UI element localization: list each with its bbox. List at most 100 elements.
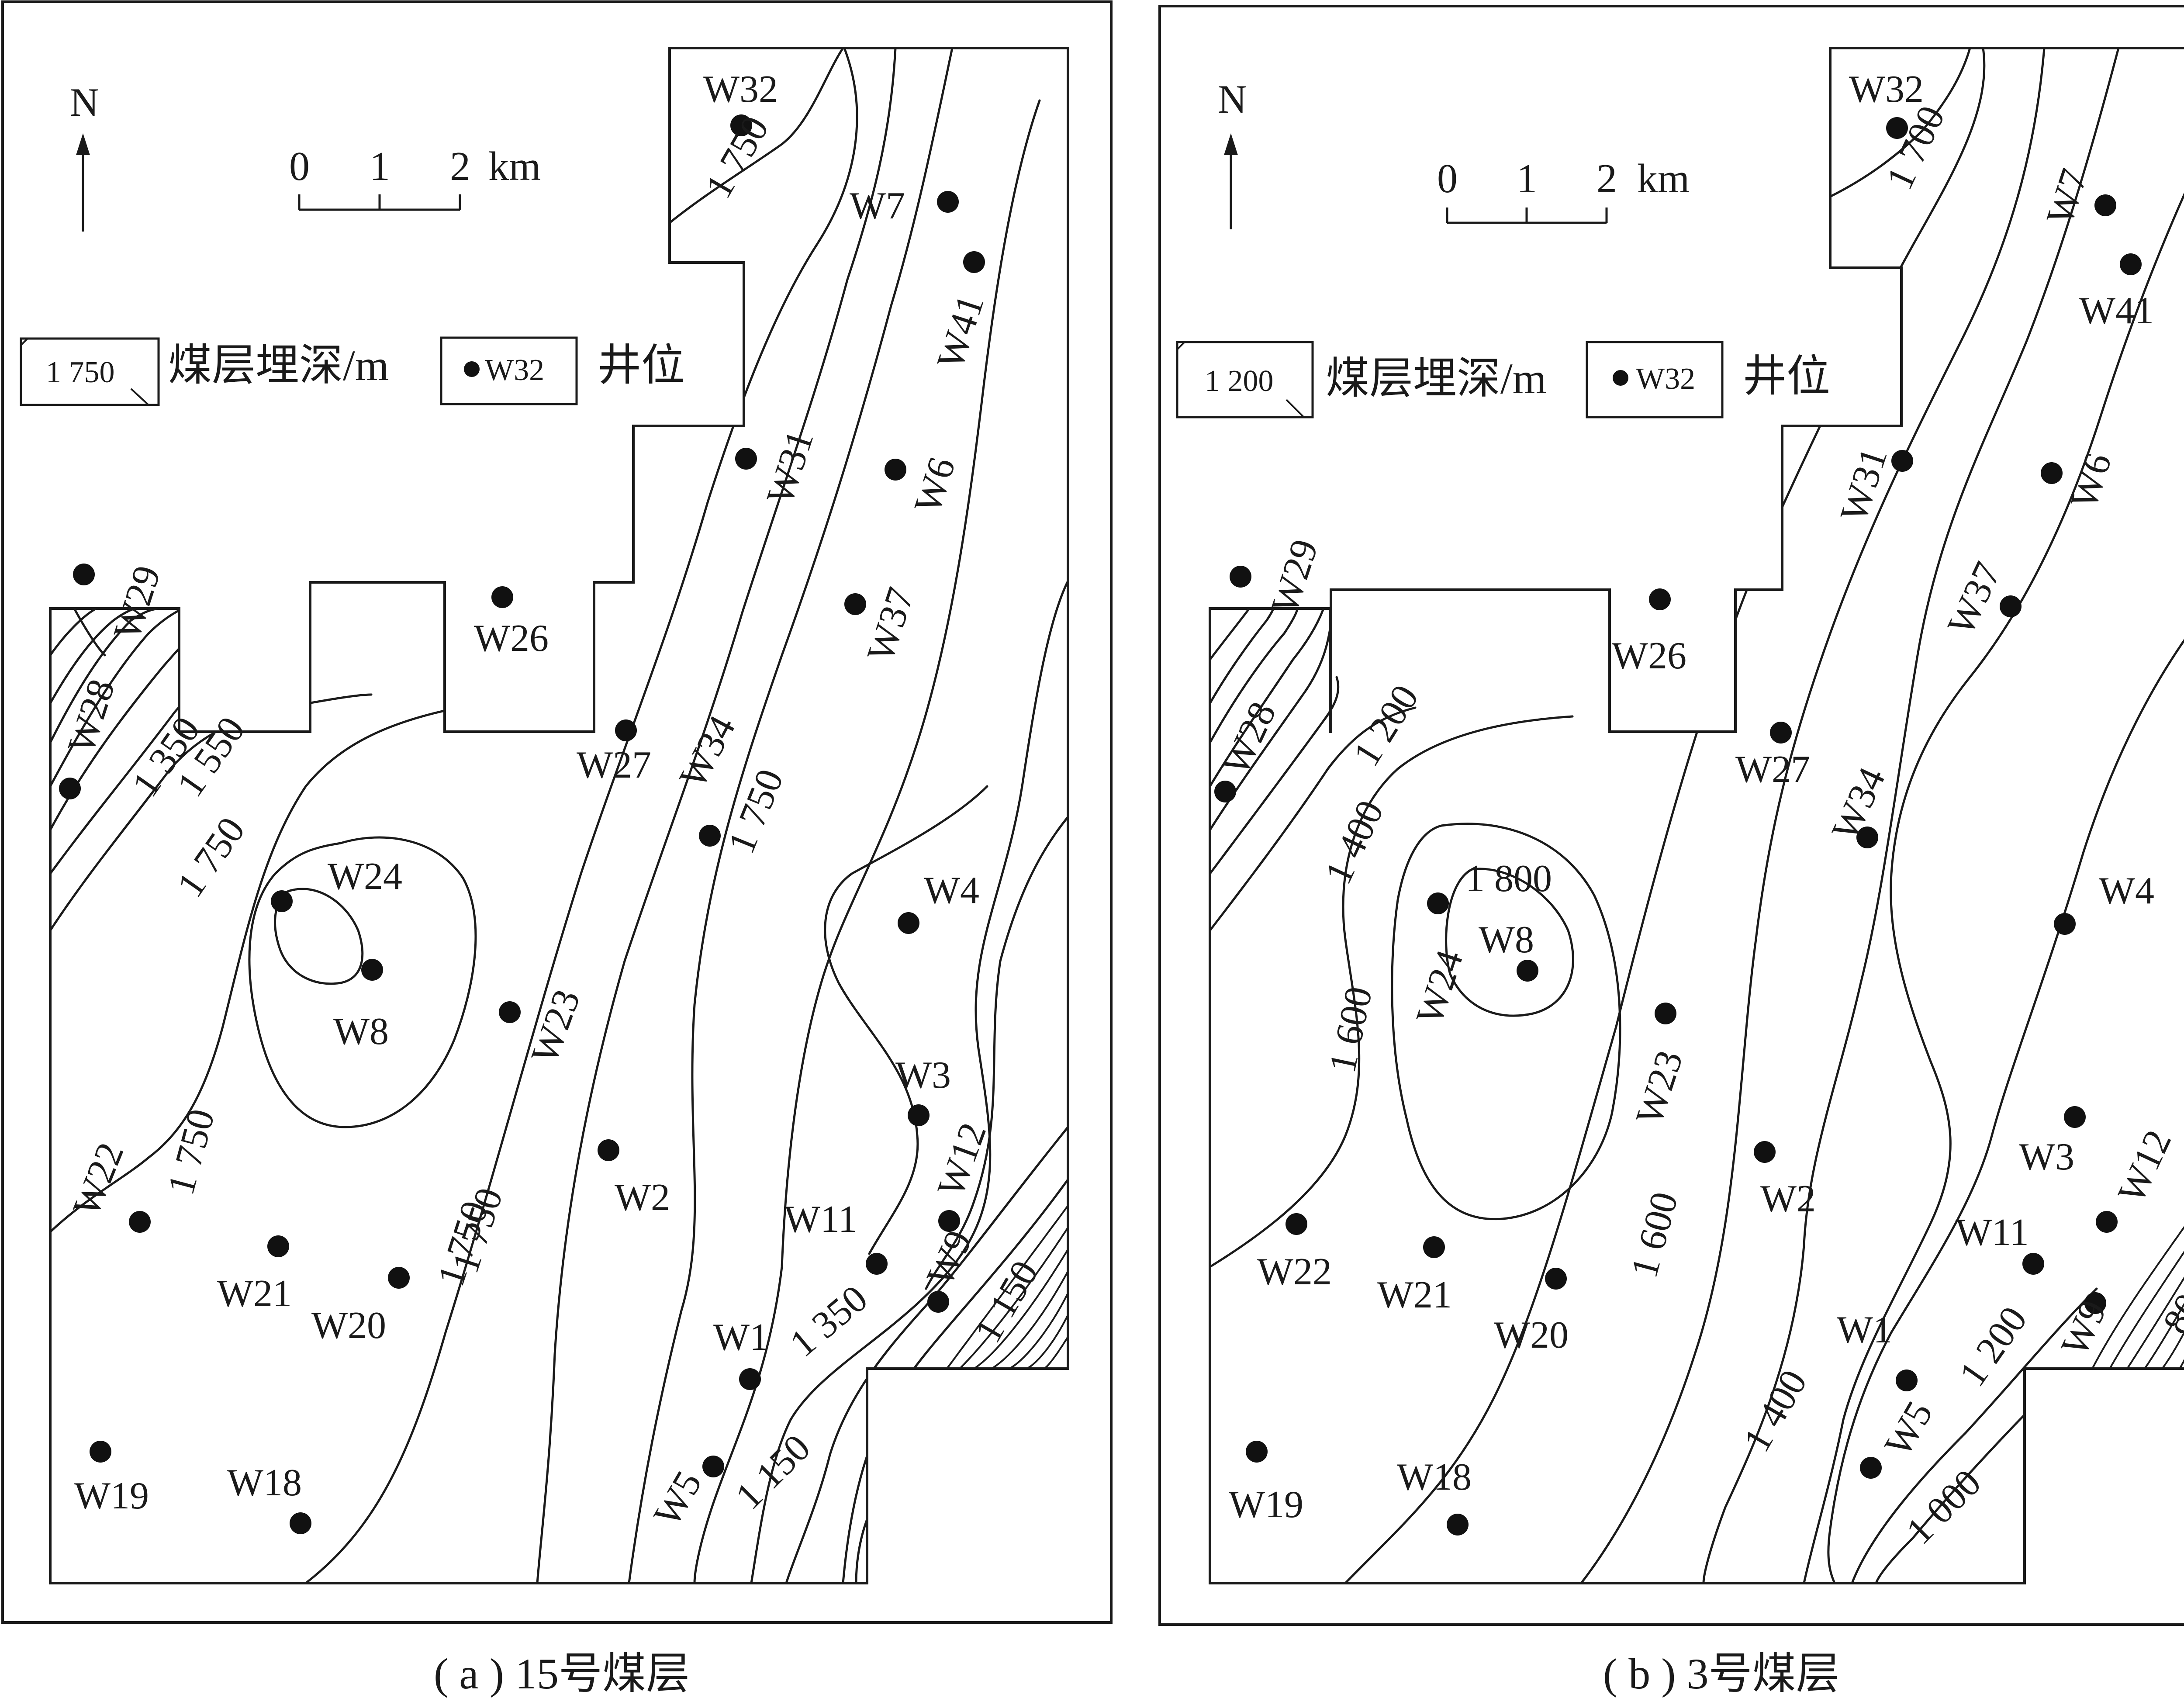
well-label: W18 — [227, 1462, 302, 1504]
legend-well-sample: W32 — [485, 353, 544, 387]
well-marker[interactable] — [699, 825, 721, 847]
well-marker[interactable] — [908, 1104, 930, 1126]
well-label: W27 — [1735, 748, 1810, 791]
well-marker[interactable] — [844, 593, 866, 615]
legend-well-text: 井位 — [598, 341, 685, 390]
legend-contour-text: 煤层埋深/m — [1326, 354, 1547, 403]
well-marker[interactable] — [1856, 827, 1878, 848]
legend-contour-sample: 1 750 — [46, 356, 115, 389]
well-marker[interactable] — [1655, 1003, 1676, 1024]
well-label: W1 — [713, 1316, 769, 1359]
well-marker[interactable] — [499, 1001, 521, 1023]
well-label: W22 — [1257, 1251, 1332, 1293]
well-marker[interactable] — [361, 959, 383, 981]
scale-tick-label: 0 — [1437, 156, 1458, 201]
well-marker[interactable] — [2120, 253, 2142, 275]
well-label: W27 — [577, 744, 651, 786]
well-marker[interactable] — [615, 719, 637, 741]
well-marker[interactable] — [927, 1291, 949, 1313]
legend-well-icon — [464, 361, 480, 377]
well-marker[interactable] — [1896, 1370, 1918, 1391]
panel-a-wells — [59, 114, 985, 1534]
well-marker[interactable] — [1770, 722, 1792, 744]
well-marker[interactable] — [73, 564, 95, 585]
well-marker[interactable] — [739, 1368, 761, 1390]
well-marker[interactable] — [1517, 960, 1538, 982]
well-marker[interactable] — [2084, 1292, 2106, 1314]
well-label: W20 — [1494, 1314, 1569, 1356]
legend-contour-text: 煤层埋深/m — [168, 341, 389, 390]
well-marker[interactable] — [388, 1267, 410, 1289]
well-label: W11 — [784, 1198, 857, 1241]
well-label: W24 — [328, 855, 402, 898]
well-marker[interactable] — [267, 1235, 289, 1257]
well-marker[interactable] — [598, 1139, 619, 1161]
well-label: W26 — [474, 617, 549, 660]
well-label: W7 — [850, 185, 905, 227]
panel-a-contours — [50, 48, 1068, 1583]
well-marker[interactable] — [59, 778, 81, 799]
well-label: W29 — [1263, 535, 1327, 619]
well-marker[interactable] — [1423, 1236, 1445, 1258]
well-marker[interactable] — [1214, 781, 1236, 802]
well-marker[interactable] — [1754, 1141, 1776, 1163]
scale-unit: km — [488, 144, 541, 189]
panel-b-frame — [1158, 5, 2184, 1626]
well-marker[interactable] — [2064, 1106, 2086, 1128]
panel-b-contours — [1210, 48, 2184, 1583]
well-label: W2 — [615, 1176, 670, 1219]
well-marker[interactable] — [938, 1210, 960, 1232]
well-label: W8 — [333, 1010, 389, 1053]
contour-label: 1 800 — [1465, 858, 1552, 900]
well-marker[interactable] — [491, 586, 513, 608]
well-marker[interactable] — [2041, 462, 2063, 484]
panel-b-dense-contour-hatch — [2091, 1170, 2184, 1370]
scale-unit: km — [1637, 156, 1690, 201]
north-label: N — [70, 80, 99, 125]
well-marker[interactable] — [1886, 117, 1908, 139]
well-marker[interactable] — [2022, 1253, 2044, 1275]
well-marker[interactable] — [129, 1211, 151, 1233]
well-marker[interactable] — [735, 448, 757, 470]
well-marker[interactable] — [271, 890, 293, 912]
well-marker[interactable] — [1447, 1514, 1469, 1536]
well-label: W8 — [1479, 919, 1534, 961]
panel-a-frame — [1, 0, 1113, 1624]
legend-well-sample: W32 — [1636, 362, 1695, 396]
well-label: W26 — [1612, 635, 1686, 677]
well-marker[interactable] — [1230, 566, 1251, 588]
well-label: W19 — [74, 1475, 149, 1517]
well-marker[interactable] — [866, 1253, 888, 1275]
well-marker[interactable] — [1427, 892, 1449, 914]
well-label: W41 — [2079, 290, 2154, 332]
panel-b-scale-bar: 0 1 2 km — [1437, 156, 1690, 224]
well-marker[interactable] — [2094, 194, 2116, 216]
well-marker[interactable] — [1286, 1213, 1307, 1235]
well-marker[interactable] — [963, 251, 985, 273]
well-marker[interactable] — [2096, 1211, 2118, 1233]
well-marker[interactable] — [885, 459, 906, 481]
well-label: W19 — [1229, 1484, 1303, 1526]
well-marker[interactable] — [90, 1441, 111, 1463]
well-label: W21 — [217, 1273, 292, 1315]
scale-tick-label: 1 — [1517, 156, 1537, 201]
scale-tick-label: 0 — [289, 144, 310, 189]
well-marker[interactable] — [937, 191, 959, 213]
well-marker[interactable] — [898, 912, 919, 934]
well-marker[interactable] — [1860, 1457, 1882, 1479]
well-marker[interactable] — [2054, 913, 2076, 935]
well-marker[interactable] — [2000, 595, 2022, 617]
well-marker[interactable] — [730, 114, 752, 136]
well-label: W3 — [2019, 1136, 2074, 1178]
panel-a-scale-bar: 0 1 2 km — [289, 144, 541, 211]
well-marker[interactable] — [1545, 1268, 1567, 1290]
well-marker[interactable] — [1891, 450, 1913, 472]
scale-tick-label: 2 — [450, 144, 470, 189]
well-label: W20 — [311, 1304, 386, 1347]
well-marker[interactable] — [1246, 1441, 1268, 1463]
panel-a-legend: 1 750 煤层埋深/m W32 井位 — [20, 336, 685, 406]
well-marker[interactable] — [702, 1456, 724, 1477]
well-marker[interactable] — [1649, 588, 1671, 610]
well-marker[interactable] — [290, 1512, 311, 1534]
